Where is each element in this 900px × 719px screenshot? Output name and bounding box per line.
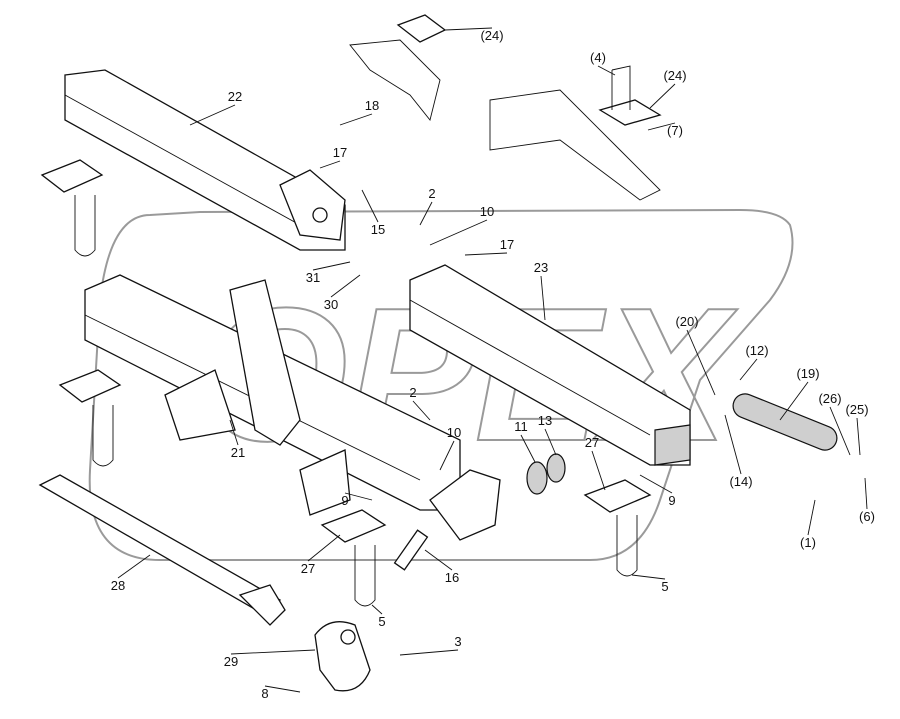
beam-23 bbox=[409, 264, 691, 466]
leader-line bbox=[807, 499, 816, 536]
callout-label: (7) bbox=[667, 123, 683, 138]
leader-line bbox=[264, 685, 301, 693]
leader-line bbox=[544, 428, 557, 456]
leader-line bbox=[647, 122, 676, 131]
leader-line bbox=[686, 329, 716, 396]
callout-label: (26) bbox=[818, 391, 841, 406]
leader-line bbox=[591, 450, 606, 491]
leader-line bbox=[419, 201, 433, 226]
callout-label: (19) bbox=[796, 366, 819, 381]
leader-line bbox=[412, 400, 431, 421]
pin-16 bbox=[393, 529, 429, 571]
callout-label: 9 bbox=[668, 493, 675, 508]
leader-line bbox=[779, 381, 809, 421]
callout-label: 22 bbox=[228, 89, 242, 104]
leader-line bbox=[371, 604, 383, 615]
leader-line bbox=[399, 649, 459, 656]
callout-label: 27 bbox=[301, 561, 315, 576]
callout-label: 18 bbox=[365, 98, 379, 113]
leader-line bbox=[829, 406, 851, 456]
leader-line bbox=[639, 474, 673, 494]
leader-line bbox=[361, 189, 379, 223]
callout-label: 5 bbox=[661, 579, 668, 594]
callout-label: 11 bbox=[514, 419, 528, 434]
callout-label: 10 bbox=[480, 204, 494, 219]
callout-label: 17 bbox=[500, 237, 514, 252]
bracket-24-right bbox=[489, 65, 662, 201]
leader-line bbox=[330, 274, 361, 298]
leader-line bbox=[856, 417, 861, 456]
callout-label: (24) bbox=[663, 68, 686, 83]
clamp-29 bbox=[314, 621, 371, 692]
leader-line bbox=[344, 492, 373, 501]
leader-line bbox=[429, 219, 488, 246]
callout-label: (24) bbox=[480, 28, 503, 43]
callout-label: (1) bbox=[800, 535, 816, 550]
bracket-24-top bbox=[349, 14, 447, 121]
callout-label: 9 bbox=[341, 493, 348, 508]
callout-label: 15 bbox=[371, 222, 385, 237]
leader-line bbox=[339, 113, 373, 126]
callout-label: 28 bbox=[111, 578, 125, 593]
callout-label: (25) bbox=[845, 402, 868, 417]
callout-label: (20) bbox=[675, 314, 698, 329]
callout-label: 2 bbox=[409, 385, 416, 400]
spring-19 bbox=[732, 393, 838, 451]
callout-label: 8 bbox=[261, 686, 268, 701]
callout-label: 2 bbox=[428, 186, 435, 201]
callout-label: (12) bbox=[745, 343, 768, 358]
leader-line bbox=[189, 104, 236, 126]
leader-line bbox=[520, 434, 536, 463]
shaft-28 bbox=[38, 474, 286, 626]
callout-label: 21 bbox=[231, 445, 245, 460]
plates-27 bbox=[40, 159, 652, 607]
leader-line bbox=[540, 275, 546, 321]
callout-label: 10 bbox=[447, 425, 461, 440]
callout-label: 13 bbox=[538, 413, 552, 428]
leader-line bbox=[464, 252, 508, 256]
callout-label: (4) bbox=[590, 50, 606, 65]
leader-line bbox=[597, 65, 616, 76]
leader-line bbox=[864, 477, 868, 510]
callout-label: 16 bbox=[445, 570, 459, 585]
leader-line bbox=[307, 534, 341, 562]
callout-label: (14) bbox=[729, 474, 752, 489]
callout-label: 17 bbox=[333, 145, 347, 160]
callout-label: 30 bbox=[324, 297, 338, 312]
leader-line bbox=[439, 440, 455, 471]
frame-21 bbox=[84, 274, 501, 541]
callout-label: 31 bbox=[306, 270, 320, 285]
beam-22 bbox=[64, 69, 346, 251]
leader-line bbox=[117, 554, 151, 579]
callout-labels: (24)(4)(24)(7)2218172101715313023(20)(12… bbox=[111, 28, 875, 701]
leader-line bbox=[424, 549, 453, 571]
callout-label: 29 bbox=[224, 654, 238, 669]
callout-label: 3 bbox=[454, 634, 461, 649]
leader-line bbox=[724, 414, 742, 475]
bushings-11-13 bbox=[526, 453, 566, 495]
callout-label: 27 bbox=[585, 435, 599, 450]
leader-line bbox=[631, 574, 666, 580]
leader-line bbox=[444, 27, 493, 31]
leader-lines bbox=[117, 27, 868, 693]
leader-line bbox=[312, 261, 351, 271]
callout-label: 5 bbox=[378, 614, 385, 629]
leader-line bbox=[649, 83, 676, 109]
callout-label: 23 bbox=[534, 260, 548, 275]
leader-line bbox=[739, 358, 758, 381]
leader-line bbox=[319, 160, 341, 169]
callout-label: (6) bbox=[859, 509, 875, 524]
leader-line bbox=[229, 419, 239, 446]
leader-line bbox=[230, 649, 316, 655]
